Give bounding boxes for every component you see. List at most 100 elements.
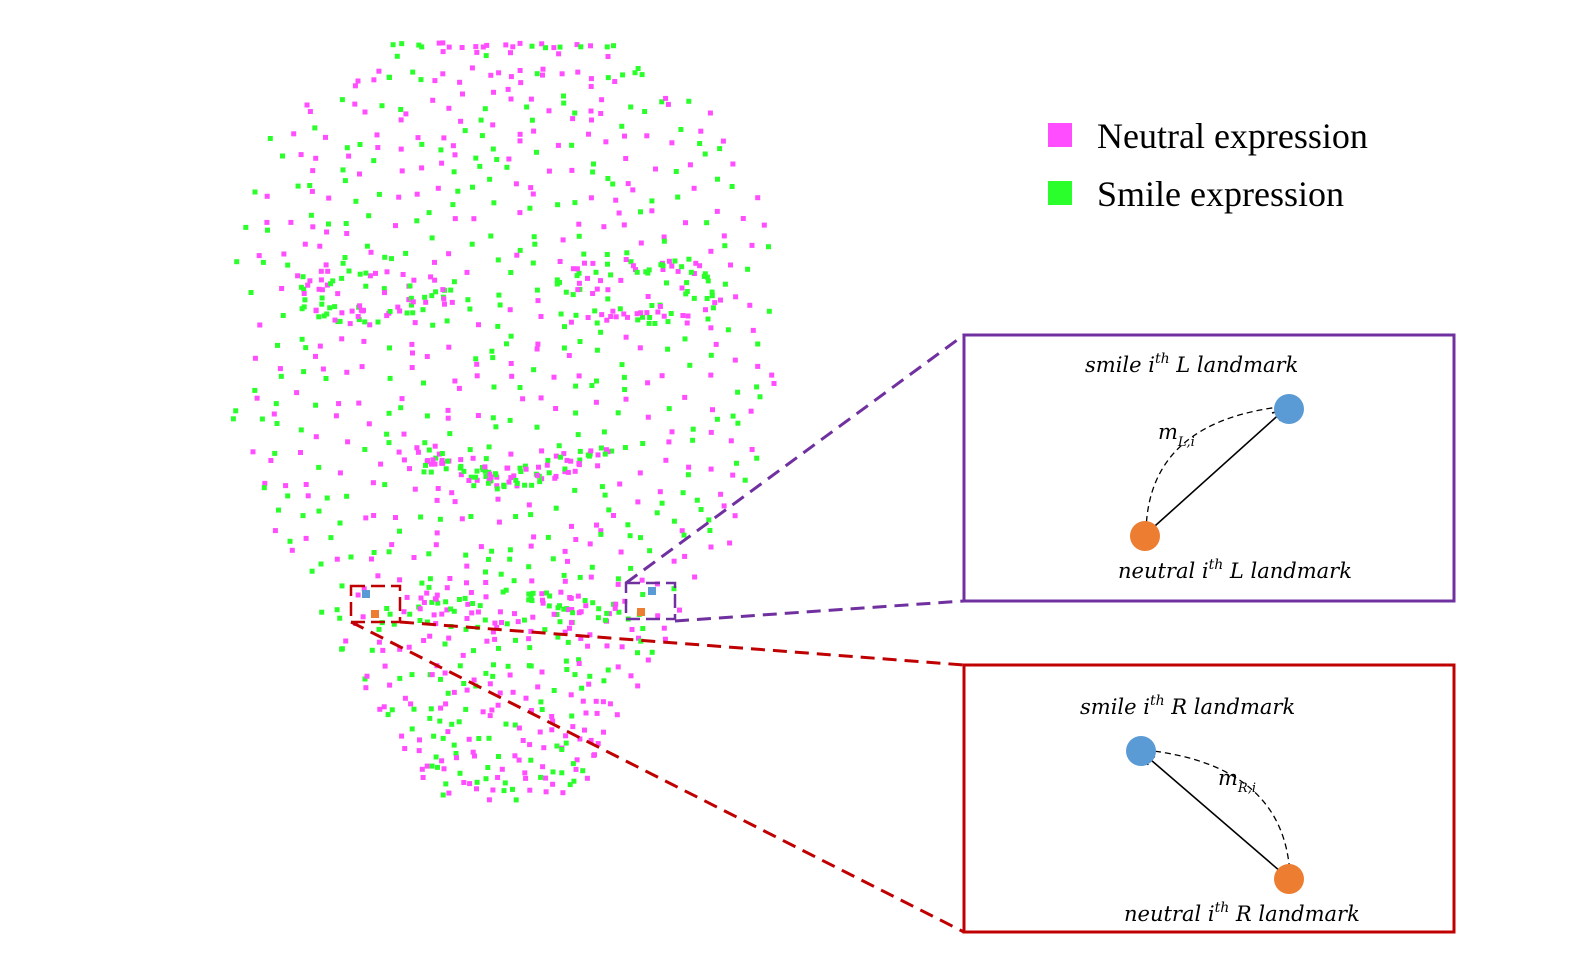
face-point: [437, 718, 443, 724]
face-point: [458, 118, 464, 124]
face-point: [371, 77, 377, 83]
face-point: [432, 443, 438, 449]
face-point: [569, 620, 574, 626]
face-point: [252, 189, 258, 195]
face-point: [482, 468, 488, 474]
face-point: [501, 484, 507, 490]
face-point: [417, 606, 423, 612]
face-point: [553, 505, 559, 511]
face-point: [460, 652, 466, 658]
face-point: [490, 787, 496, 793]
face-point: [321, 313, 327, 319]
face-point: [366, 421, 372, 427]
face-point: [521, 617, 527, 623]
face-point: [643, 269, 649, 275]
face-point: [684, 280, 690, 286]
face-point: [330, 278, 336, 284]
face-point: [461, 468, 467, 474]
face-point: [353, 198, 359, 204]
face-point: [445, 729, 451, 735]
face-point: [363, 685, 369, 691]
face-point: [545, 534, 551, 540]
face-point: [492, 636, 498, 642]
face-point: [466, 736, 472, 742]
face-point: [546, 168, 552, 174]
face-point: [445, 690, 451, 696]
face-point: [443, 599, 449, 605]
face-point: [440, 735, 446, 741]
face-point: [680, 490, 686, 496]
face-point: [323, 262, 329, 268]
face-point: [307, 109, 313, 114]
face-point: [478, 117, 484, 123]
face-point: [714, 416, 720, 422]
face-point: [623, 396, 629, 402]
face-point: [513, 477, 519, 483]
face-point: [419, 44, 425, 50]
face-right-neutral-marker: [371, 610, 379, 618]
face-point: [538, 395, 544, 401]
face-point: [543, 775, 549, 781]
face-point: [559, 747, 565, 752]
face-point: [632, 70, 638, 76]
face-point: [337, 520, 343, 526]
face-point: [313, 402, 319, 408]
left-neutral-label: neutral ith L landmark: [1118, 557, 1352, 583]
face-point: [638, 209, 643, 215]
face-point: [580, 768, 586, 774]
face-point: [502, 780, 508, 786]
face-point: [568, 595, 574, 601]
face-point: [599, 97, 605, 103]
face-point: [442, 670, 448, 676]
face-point: [615, 576, 621, 582]
face-point: [570, 266, 576, 272]
face-point: [397, 577, 403, 583]
face-point: [625, 522, 631, 528]
face-point: [468, 590, 474, 595]
face-point: [546, 470, 552, 476]
face-point: [529, 598, 535, 604]
face-point: [686, 256, 692, 262]
face-point: [629, 627, 635, 632]
face-point: [526, 564, 532, 570]
face-point: [528, 185, 534, 191]
face-point: [446, 790, 452, 796]
face-point: [565, 469, 571, 475]
face-point: [620, 72, 626, 78]
face-point: [669, 429, 675, 435]
face-point: [435, 600, 441, 606]
face-point: [550, 556, 556, 562]
face-point: [367, 273, 373, 279]
face-point: [490, 415, 496, 421]
face-point: [673, 169, 679, 174]
face-point: [576, 280, 582, 286]
face-point: [721, 503, 727, 509]
face-point: [443, 781, 449, 787]
face-point: [671, 518, 677, 524]
face-point: [616, 210, 622, 216]
face-point: [630, 187, 636, 193]
face-point: [415, 135, 421, 141]
face-point: [363, 283, 369, 289]
face-point: [490, 146, 496, 152]
face-point: [708, 352, 714, 358]
face-point: [486, 735, 492, 741]
face-point: [683, 291, 689, 297]
face-point: [462, 128, 468, 134]
face-point: [601, 224, 607, 230]
face-point: [601, 678, 607, 684]
face-point: [362, 109, 368, 115]
face-point: [622, 387, 628, 392]
face-point: [346, 268, 352, 274]
face-point: [359, 364, 365, 370]
face-point: [549, 714, 555, 719]
face-point: [624, 250, 630, 256]
face-point: [420, 775, 426, 780]
face-point: [271, 411, 277, 417]
face-point: [398, 107, 404, 112]
face-point: [611, 513, 616, 518]
face-point: [661, 234, 667, 240]
face-point: [527, 205, 533, 211]
face-point: [512, 753, 518, 759]
face-point: [393, 515, 398, 520]
